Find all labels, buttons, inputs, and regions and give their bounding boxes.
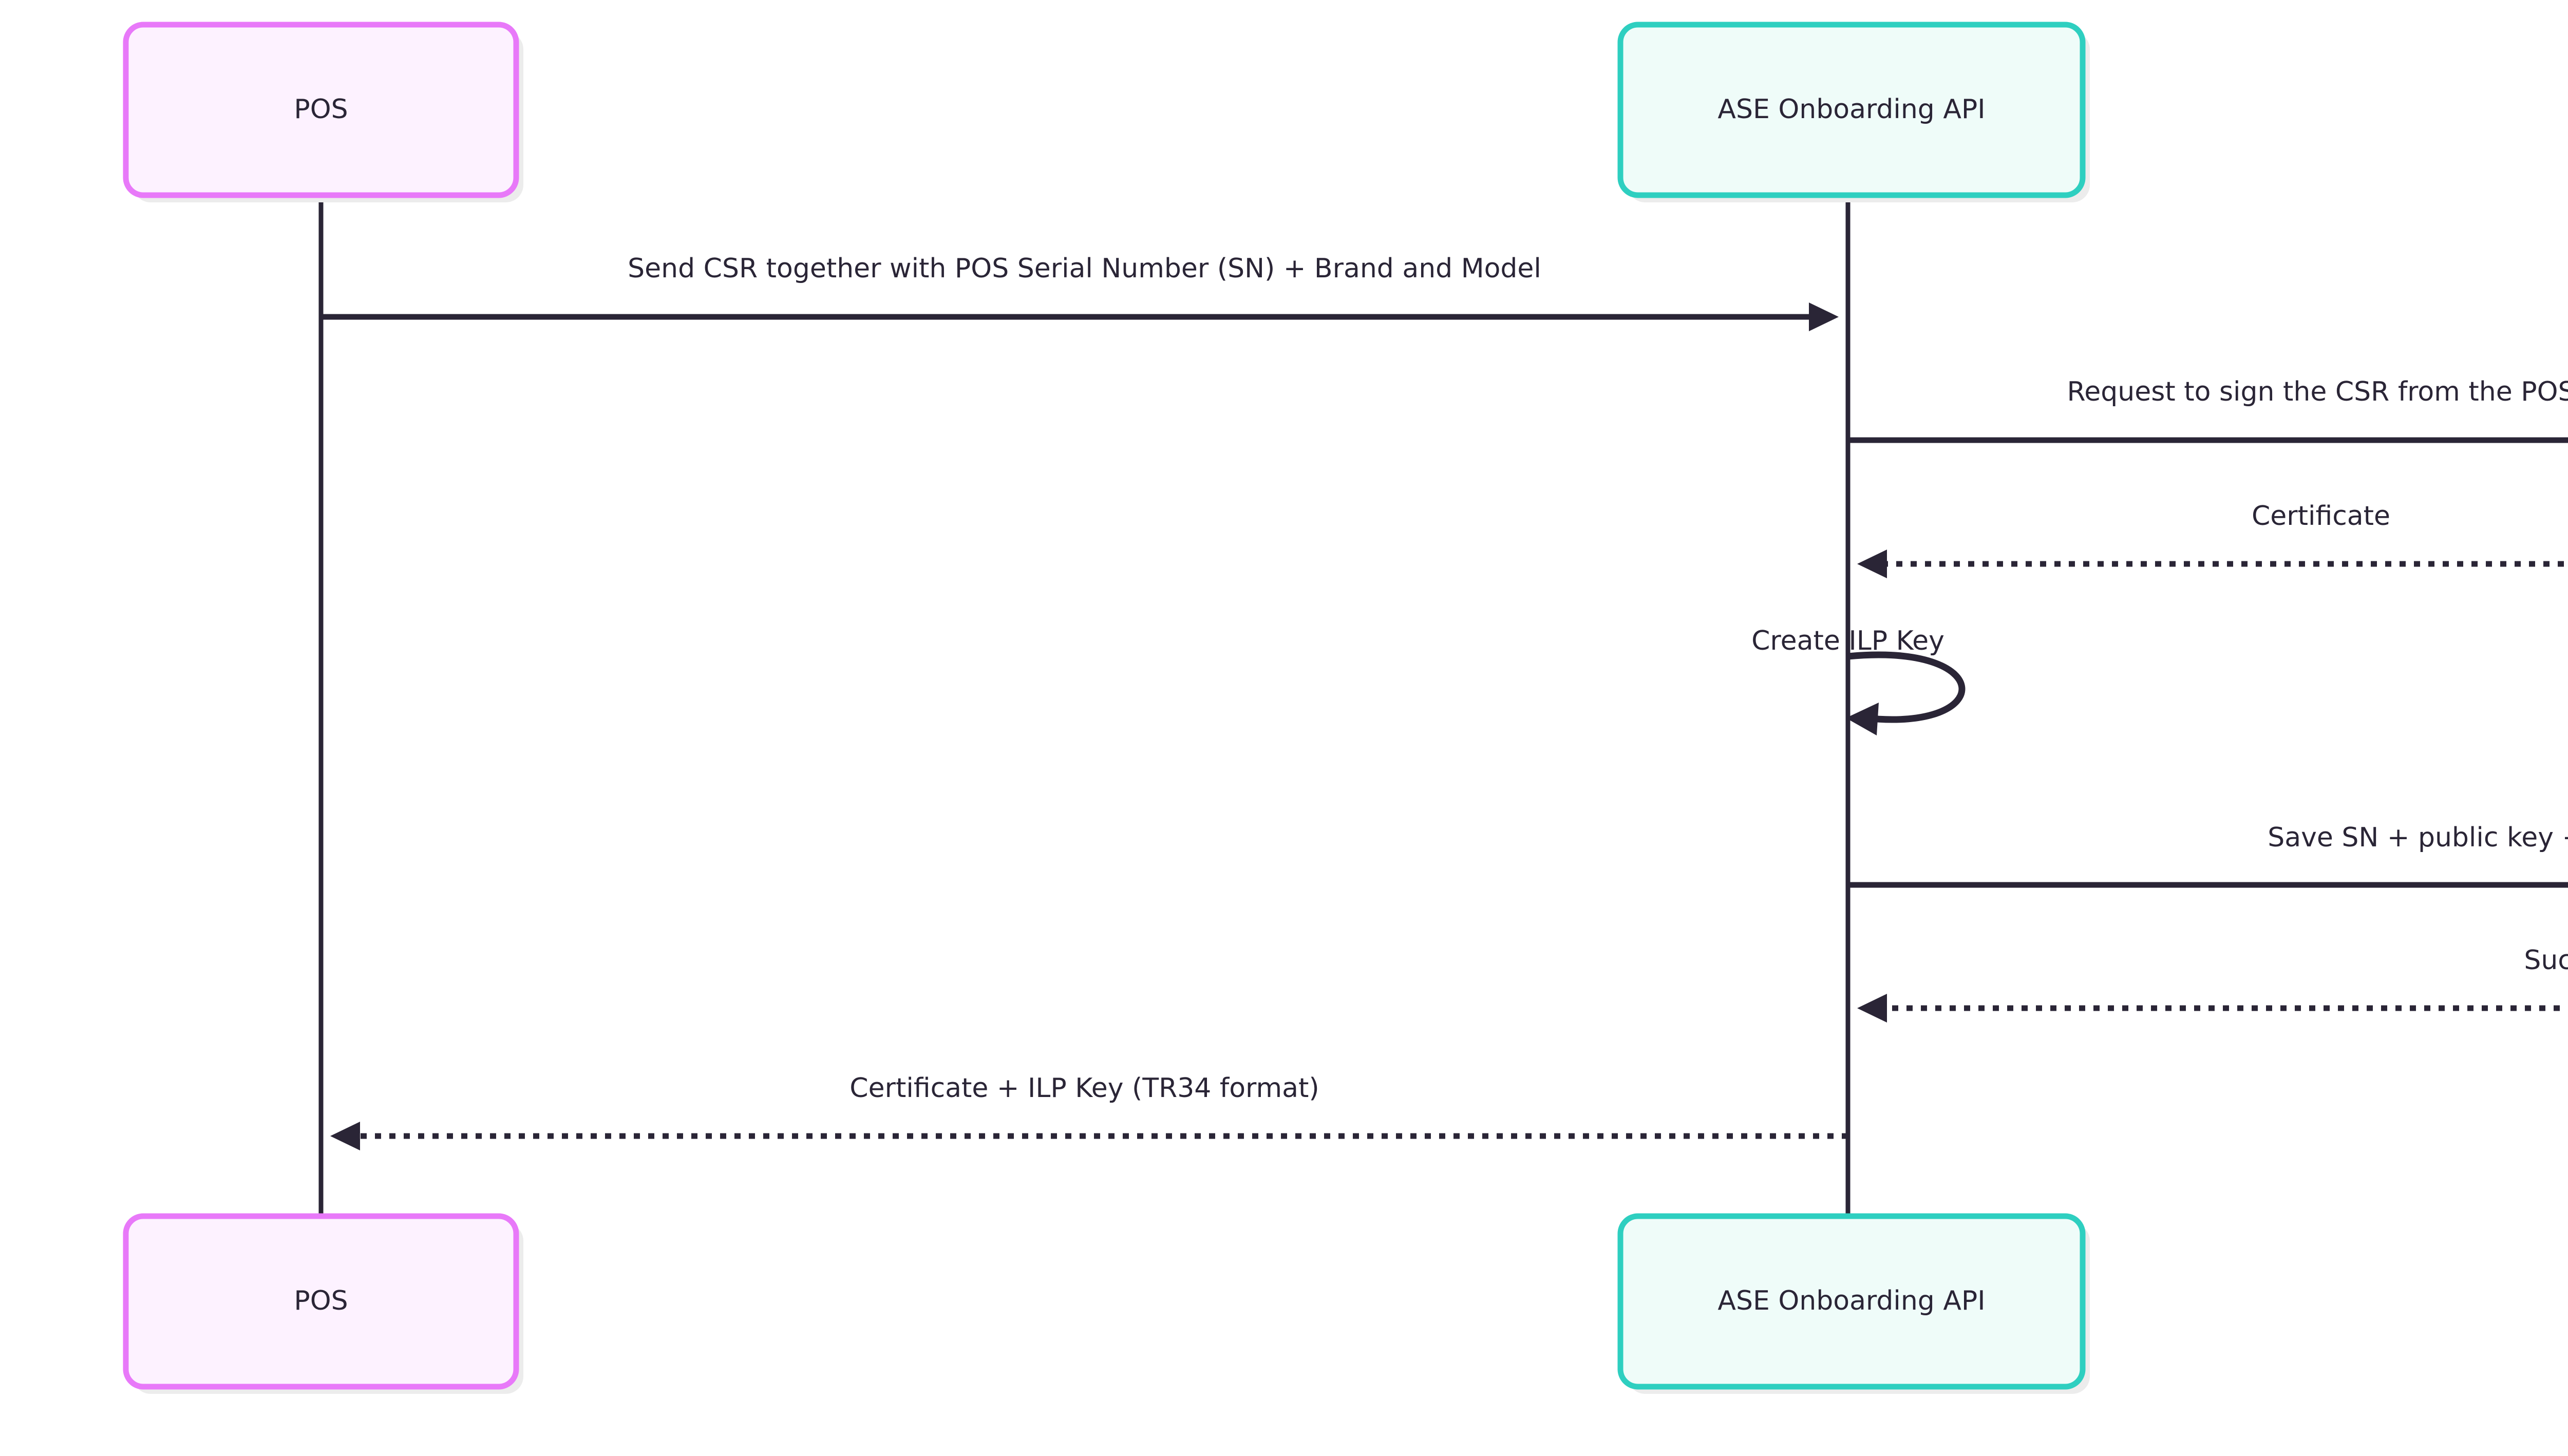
message-label-3: Create ILP Key <box>1751 626 1944 656</box>
message-arrowhead-2 <box>1857 550 1887 578</box>
actor-box-pos-top[interactable]: POS <box>123 22 523 202</box>
message-label-2: Certificate <box>2252 501 2390 532</box>
actor-box-ase-onboarding-api-top[interactable]: ASE Onboarding API <box>1617 22 2090 202</box>
self-loop-arrowhead <box>1846 703 1879 735</box>
actor-box-pos-bottom[interactable]: POS <box>123 1213 523 1394</box>
actor-box-rect <box>123 22 519 198</box>
messages-layer: Send CSR together with POS Serial Number… <box>321 253 2568 1150</box>
message-label-5: Success <box>2524 945 2568 976</box>
message-arrowhead-0 <box>1809 302 1839 331</box>
actor-label-pos: POS <box>294 1285 348 1316</box>
actor-box-ase-onboarding-api-bottom[interactable]: ASE Onboarding API <box>1617 1213 2090 1394</box>
message-6: Certificate + ILP Key (TR34 format) <box>330 1073 1848 1150</box>
message-arrowhead-5 <box>1857 994 1887 1023</box>
actor-label-ase-onboarding-api: ASE Onboarding API <box>1717 94 1985 125</box>
actor-box-rect <box>1617 22 2086 198</box>
message-5: Success <box>1857 945 2568 1023</box>
message-arrowhead-6 <box>330 1122 360 1150</box>
actor-label-ase-onboarding-api: ASE Onboarding API <box>1717 1285 1985 1316</box>
message-1: Request to sign the CSR from the POS <box>1848 376 2568 443</box>
message-label-1: Request to sign the CSR from the POS <box>2067 376 2568 407</box>
lifelines-layer <box>318 195 1851 1216</box>
message-label-0: Send CSR together with POS Serial Number… <box>628 253 1541 284</box>
message-3: Create ILP Key <box>1751 626 1966 735</box>
self-loop-path <box>1847 651 1966 723</box>
message-label-4: Save SN + public key + ILP Key (Terminal… <box>2268 822 2568 853</box>
message-2: Certificate <box>1857 501 2568 578</box>
message-4: Save SN + public key + ILP Key (Terminal… <box>1848 822 2568 888</box>
actor-box-rect <box>1617 1213 2086 1390</box>
message-0: Send CSR together with POS Serial Number… <box>321 253 1839 331</box>
actors-layer: POS POS ASE Onboarding API ASE Onboarding A… <box>123 22 2090 1394</box>
actor-box-rect <box>123 1213 519 1390</box>
message-label-6: Certificate + ILP Key (TR34 format) <box>849 1073 1319 1104</box>
actor-label-pos: POS <box>294 94 348 125</box>
